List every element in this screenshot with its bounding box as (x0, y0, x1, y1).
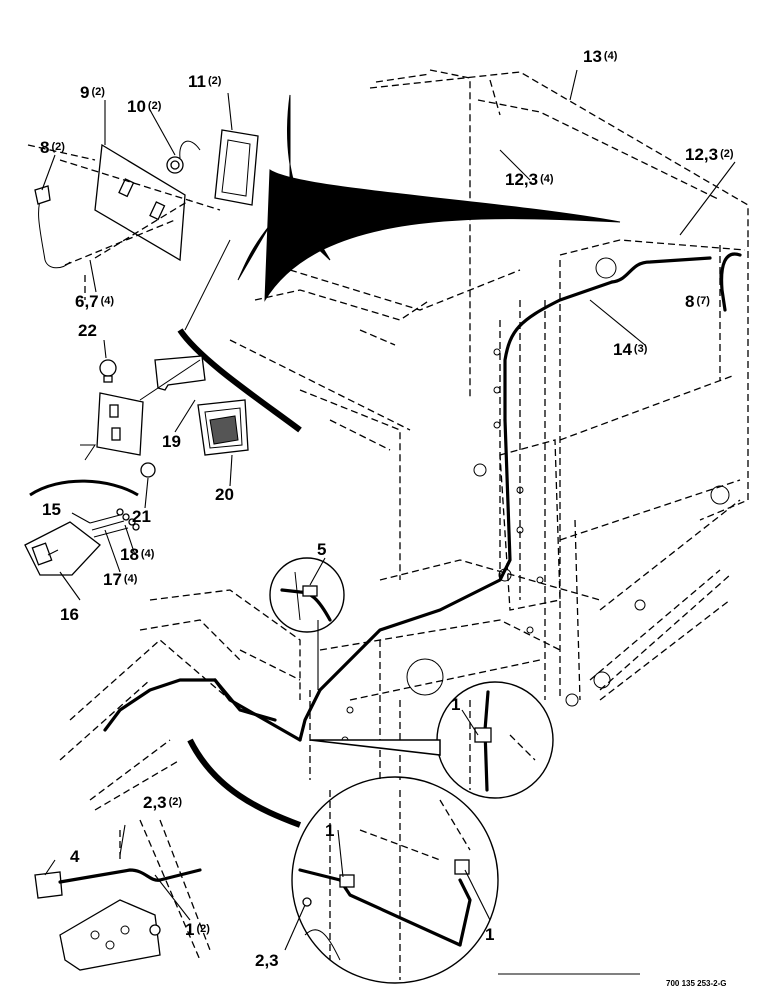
callout-quantity: (2) (51, 141, 65, 153)
callout-quantity: (7) (696, 295, 710, 307)
baler-frame (59, 69, 749, 811)
detail-circle-bottom (291, 776, 499, 984)
callout-quantity: (4) (124, 573, 138, 585)
callout-quantity: (2) (91, 86, 105, 98)
callout-c13: 20 (215, 485, 234, 504)
view-indicator-arcs (29, 94, 621, 828)
callout-c19: 5 (317, 540, 326, 559)
callout-c6: 12,3(2) (685, 145, 734, 164)
drawing-code: 700 135 253-2-G (666, 979, 727, 988)
callout-c15: 15 (42, 500, 61, 519)
callout-number: 11 (188, 72, 206, 91)
callout-number: 13 (583, 47, 602, 66)
callout-number: 19 (162, 432, 181, 451)
callout-number: 1 (325, 821, 334, 840)
callout-c22: 4 (70, 847, 80, 866)
callout-number: 16 (60, 605, 79, 624)
callout-number: 20 (215, 485, 234, 504)
callout-number: 22 (78, 321, 97, 340)
callout-number: 2,3 (143, 793, 167, 812)
callout-number: 8 (40, 138, 49, 157)
callout-quantity: (2) (169, 796, 183, 808)
callout-number: 15 (42, 500, 61, 519)
callout-c21: 2,3(2) (143, 793, 182, 812)
callout-c17: 17(4) (103, 570, 138, 589)
callout-number: 1 (485, 925, 494, 944)
callout-number: 6,7 (75, 292, 99, 311)
callout-c24: 1 (325, 821, 334, 840)
callout-c4: 11(2) (188, 72, 222, 91)
callout-c9: 6,7(4) (75, 292, 114, 311)
callout-c14: 21 (132, 507, 151, 526)
callout-c11: 22 (78, 321, 97, 340)
callout-c3: 10(2) (127, 97, 162, 116)
callout-number: 1 (451, 695, 460, 714)
callout-quantity: (3) (634, 343, 648, 355)
callout-c26: 2,3 (255, 951, 279, 970)
callout-quantity: (2) (720, 148, 734, 160)
callout-labels: 13(4)9(2)10(2)11(2)8(2)12,3(2)12,3(4)8(7… (40, 47, 734, 970)
callout-number: 2,3 (255, 951, 279, 970)
callout-number: 18 (120, 545, 139, 564)
callout-number: 12,3 (685, 145, 718, 164)
leader-lines (41, 69, 736, 951)
callout-quantity: (4) (101, 295, 115, 307)
callout-c10: 14(3) (613, 340, 648, 359)
wiring-harness (103, 252, 742, 742)
callout-number: 10 (127, 97, 146, 116)
callout-c7: 12,3(4) (505, 170, 554, 189)
callout-c23: 1(2) (185, 920, 210, 939)
callout-quantity: (4) (540, 173, 554, 185)
callout-quantity: (2) (196, 923, 210, 935)
callout-quantity: (2) (148, 100, 162, 112)
callout-number: 17 (103, 570, 122, 589)
connector-assembly (24, 508, 140, 576)
marker-light-assembly (80, 355, 249, 478)
light-bracket-assembly (27, 129, 259, 300)
callout-number: 4 (70, 847, 80, 866)
callout-number: 14 (613, 340, 632, 359)
callout-quantity: (4) (141, 548, 155, 560)
callout-number: 1 (185, 920, 194, 939)
callout-c20: 1 (451, 695, 460, 714)
callout-c12: 19 (162, 432, 181, 451)
callout-number: 5 (317, 540, 326, 559)
detail-circle-clip (269, 557, 345, 690)
callout-c5: 8(2) (40, 138, 65, 157)
callout-quantity: (4) (604, 50, 618, 62)
detail-circle-right (309, 681, 554, 799)
callout-c2: 9(2) (80, 83, 105, 102)
callout-c18: 16 (60, 605, 79, 624)
callout-c16: 18(4) (120, 545, 155, 564)
callout-number: 21 (132, 507, 151, 526)
callout-number: 9 (80, 83, 89, 102)
callout-number: 12,3 (505, 170, 538, 189)
callout-c25: 1 (485, 925, 494, 944)
callout-c8: 8(7) (685, 292, 710, 311)
callout-c1: 13(4) (583, 47, 618, 66)
callout-number: 8 (685, 292, 694, 311)
callout-quantity: (2) (208, 75, 222, 87)
